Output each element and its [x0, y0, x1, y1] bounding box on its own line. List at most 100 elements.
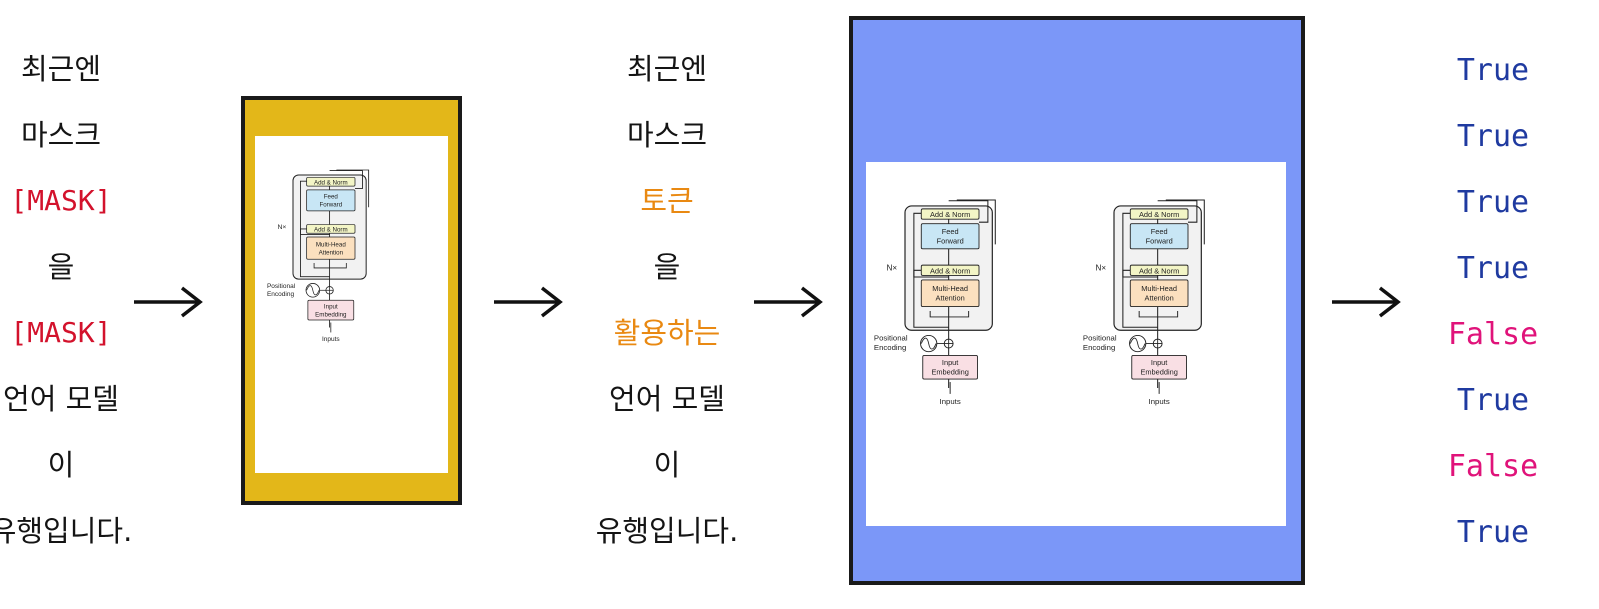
residual-loop — [300, 228, 330, 278]
label-false: False — [1447, 449, 1539, 484]
token-word: 언어 모델 — [609, 382, 725, 416]
feed-forward-label: Forward — [937, 237, 964, 246]
nx-label: N× — [278, 224, 287, 231]
label-true: True — [1456, 251, 1530, 286]
feed-forward-label: Feed — [324, 194, 339, 201]
token-replaced: 토큰 — [640, 184, 694, 218]
token-mask: [MASK] — [10, 316, 112, 349]
residual-loop — [300, 180, 330, 235]
inputs-label: Inputs — [322, 336, 340, 343]
attention-label: Multi-Head — [316, 241, 346, 248]
right-arrow-icon — [134, 286, 203, 318]
output-line — [948, 200, 989, 223]
token-word: 을 — [653, 250, 681, 284]
token-word: 마스크 — [20, 118, 102, 152]
output-line — [956, 199, 996, 245]
feed-forward-label: Feed — [1151, 227, 1168, 236]
nx-label: N× — [887, 263, 898, 272]
output-line — [1157, 200, 1198, 223]
attention-label: Attention — [1145, 294, 1174, 303]
qkv-fork — [1138, 311, 1179, 318]
inputs-label: Inputs — [1149, 397, 1170, 406]
nx-label: N× — [1096, 263, 1107, 272]
token-word: 최근엔 — [20, 52, 102, 86]
attention-label: Multi-Head — [932, 284, 968, 293]
input-embedding-label: Embedding — [1140, 368, 1177, 377]
output-line — [1165, 199, 1205, 245]
residual-loop — [1122, 212, 1158, 278]
token-replaced: 활용하는 — [613, 316, 721, 350]
residual-loop — [1122, 269, 1158, 328]
attention-label: Multi-Head — [1141, 284, 1177, 293]
positional-encoding-label: Positional — [1083, 334, 1117, 343]
token-mask: [MASK] — [10, 184, 112, 217]
label-true: True — [1456, 119, 1530, 154]
add-norm-box — [920, 264, 980, 276]
label-true: True — [1456, 185, 1530, 220]
token-word: 마스크 — [626, 118, 708, 152]
right-arrow-icon — [494, 286, 563, 318]
add-norm-label: Add & Norm — [314, 226, 348, 233]
attention-box — [306, 236, 356, 260]
add-norm-box — [306, 224, 356, 234]
label-true: True — [1456, 383, 1530, 418]
add-norm-box — [1129, 208, 1189, 220]
add-norm-box — [920, 208, 980, 220]
feed-forward-label: Forward — [1146, 237, 1173, 246]
input-embedding-box — [922, 354, 978, 380]
input-embedding-label: Embedding — [931, 368, 968, 377]
add-norm-label: Add & Norm — [1139, 266, 1179, 275]
token-word: 유행입니다. — [0, 514, 133, 548]
token-word: 이 — [47, 448, 75, 482]
feed-forward-box — [1129, 223, 1189, 250]
positional-encoding-label: Positional — [874, 334, 908, 343]
feed-forward-label: Feed — [942, 227, 959, 236]
token-word: 유행입니다. — [595, 514, 739, 548]
attention-label: Attention — [936, 294, 965, 303]
feed-forward-box — [920, 223, 980, 250]
inputs-label: Inputs — [940, 397, 961, 406]
residual-loop — [913, 212, 949, 278]
input-embedding-label: Input — [942, 358, 958, 367]
attention-label: Attention — [319, 249, 344, 256]
positional-encoding-label: Encoding — [267, 291, 294, 298]
positional-encoding-label: Positional — [267, 283, 296, 290]
token-word: 최근엔 — [626, 52, 708, 86]
add-norm-box — [306, 177, 356, 187]
feed-forward-label: Forward — [319, 202, 342, 209]
label-false: False — [1447, 317, 1539, 352]
qkv-fork — [929, 311, 970, 318]
add-norm-label: Add & Norm — [1139, 210, 1179, 219]
input-embedding-label: Input — [324, 303, 338, 310]
add-norm-label: Add & Norm — [930, 266, 970, 275]
output-line — [329, 170, 363, 190]
add-norm-label: Add & Norm — [930, 210, 970, 219]
input-embedding-label: Embedding — [315, 311, 347, 318]
token-word: 언어 모델 — [3, 382, 119, 416]
token-word: 이 — [653, 448, 681, 482]
feed-forward-box — [306, 189, 356, 212]
attention-box — [1129, 279, 1189, 308]
input-embedding-box — [307, 299, 355, 321]
label-true: True — [1456, 53, 1530, 88]
input-embedding-label: Input — [1151, 358, 1167, 367]
add-norm-box — [1129, 264, 1189, 276]
attention-box — [920, 279, 980, 308]
residual-loop — [913, 269, 949, 328]
right-arrow-icon — [1332, 286, 1401, 318]
output-line — [336, 169, 370, 208]
token-word: 을 — [47, 250, 75, 284]
right-arrow-icon — [754, 286, 823, 318]
positional-encoding-label: Encoding — [874, 343, 906, 352]
positional-encoding-label: Encoding — [1083, 343, 1115, 352]
